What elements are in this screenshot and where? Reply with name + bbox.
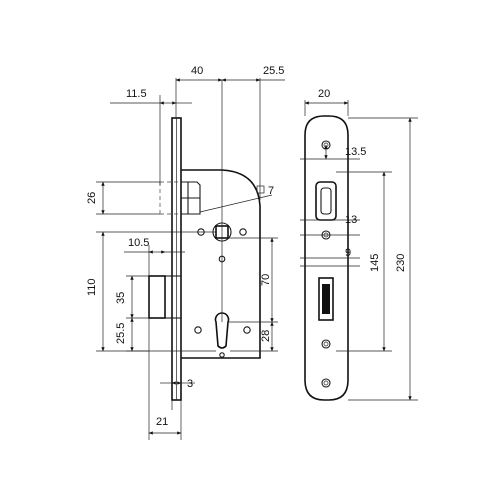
dim-7: 7 <box>268 185 274 197</box>
dim-13-5: 13.5 <box>345 146 366 158</box>
square-symbol <box>256 185 265 194</box>
dim-40: 40 <box>191 65 203 77</box>
dim-110: 110 <box>86 278 98 296</box>
dim-70: 70 <box>260 274 272 286</box>
faceplate-outline <box>304 115 349 401</box>
faceplate-screw-hole-lower <box>321 339 331 349</box>
screw-hole <box>243 326 251 334</box>
bolt-opening <box>318 277 334 321</box>
dim-28: 28 <box>260 330 272 342</box>
dim-21: 21 <box>156 416 168 428</box>
faceplate-front-view <box>304 115 349 401</box>
latch-bolt <box>159 181 201 215</box>
dim-3: 3 <box>187 378 193 390</box>
dimension-labels: 11.5 40 25.5 20 13.5 7 26 13 10.5 9 145 … <box>86 65 407 428</box>
lock-case-outline <box>181 169 261 359</box>
dim-25-5-top: 25.5 <box>263 65 284 77</box>
dead-bolt <box>148 275 181 319</box>
dim-11-5: 11.5 <box>126 88 147 100</box>
dim-35: 35 <box>115 292 127 304</box>
dim-145: 145 <box>369 254 381 272</box>
faceplate-screw-hole-bottom <box>321 378 331 388</box>
dim-9: 9 <box>345 247 351 259</box>
screw-hole <box>239 228 247 236</box>
dim-13: 13 <box>345 214 357 226</box>
dim-26: 26 <box>86 192 98 204</box>
screw-hole <box>194 326 202 334</box>
dim-10-5: 10.5 <box>128 237 149 249</box>
dim-20: 20 <box>318 88 330 100</box>
dimension-lines <box>96 78 418 440</box>
dim-230: 230 <box>395 254 407 272</box>
cylinder-hole <box>214 312 230 349</box>
dim-25-5-left: 25.5 <box>115 323 127 344</box>
screw-hole <box>219 352 225 358</box>
lock-side-view <box>148 80 261 401</box>
